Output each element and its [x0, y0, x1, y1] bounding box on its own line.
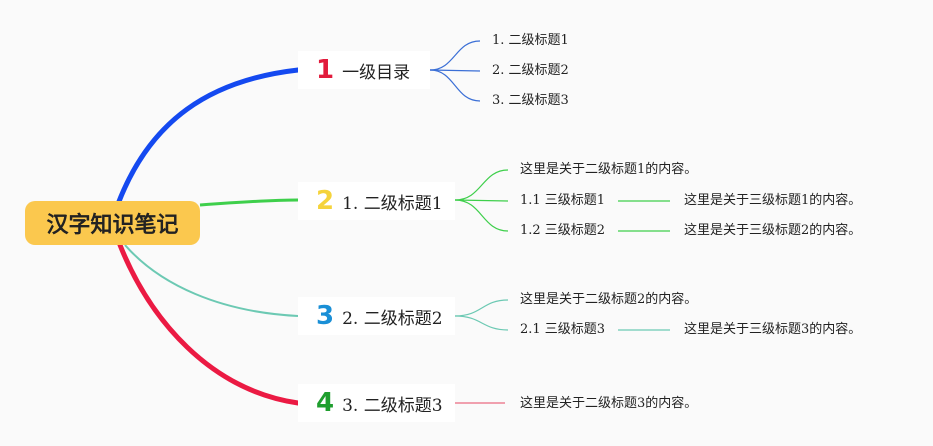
branch-1-node[interactable]: 1 一级目录 — [298, 51, 430, 89]
branch-4-number: 4 — [316, 388, 335, 418]
connectors-branch-2 — [454, 169, 670, 232]
branch-2-label: 1. 二级标题1 — [342, 193, 443, 214]
branch-2-child-2[interactable]: 1.1 三级标题1 — [520, 193, 606, 208]
connectors-branch-3 — [454, 299, 670, 331]
branch-2-child-3-detail[interactable]: 这里是关于三级标题2的内容。 — [684, 223, 862, 238]
root-topic[interactable]: 汉字知识笔记 — [25, 201, 200, 245]
branch-1-child-2[interactable]: 2. 二级标题2 — [492, 63, 569, 78]
branch-2-node[interactable]: 2 1. 二级标题1 — [298, 182, 455, 220]
connector-root-branch-4 — [117, 242, 301, 406]
branch-1-label: 一级目录 — [342, 62, 411, 83]
branch-3-label: 2. 二级标题2 — [342, 308, 443, 329]
branch-1-child-3[interactable]: 3. 二级标题3 — [492, 93, 569, 108]
branch-3-node[interactable]: 3 2. 二级标题2 — [298, 297, 455, 335]
branch-3-child-2[interactable]: 2.1 三级标题3 — [520, 322, 606, 337]
connector-root-branch-3 — [124, 244, 299, 317]
connector-root-branch-1 — [115, 67, 301, 207]
branch-2-child-1[interactable]: 这里是关于二级标题1的内容。 — [520, 162, 698, 177]
branch-2-child-2-detail[interactable]: 这里是关于三级标题1的内容。 — [684, 193, 862, 208]
branch-3-child-1[interactable]: 这里是关于二级标题2的内容。 — [520, 292, 698, 307]
branch-4-node[interactable]: 4 3. 二级标题3 — [298, 384, 455, 422]
branch-2-child-3[interactable]: 1.2 三级标题2 — [520, 223, 606, 238]
connectors-branch-1 — [429, 40, 481, 102]
branch-2-number: 2 — [316, 186, 335, 216]
branch-3-child-2-detail[interactable]: 这里是关于三级标题3的内容。 — [684, 322, 862, 337]
branch-3-number: 3 — [316, 301, 335, 331]
branch-1-number: 1 — [316, 55, 335, 85]
branch-4-child-1[interactable]: 这里是关于二级标题3的内容。 — [520, 396, 698, 411]
branch-1-child-1[interactable]: 1. 二级标题1 — [492, 33, 569, 48]
branch-4-label: 3. 二级标题3 — [342, 395, 443, 416]
connector-root-branch-2 — [199, 198, 299, 207]
